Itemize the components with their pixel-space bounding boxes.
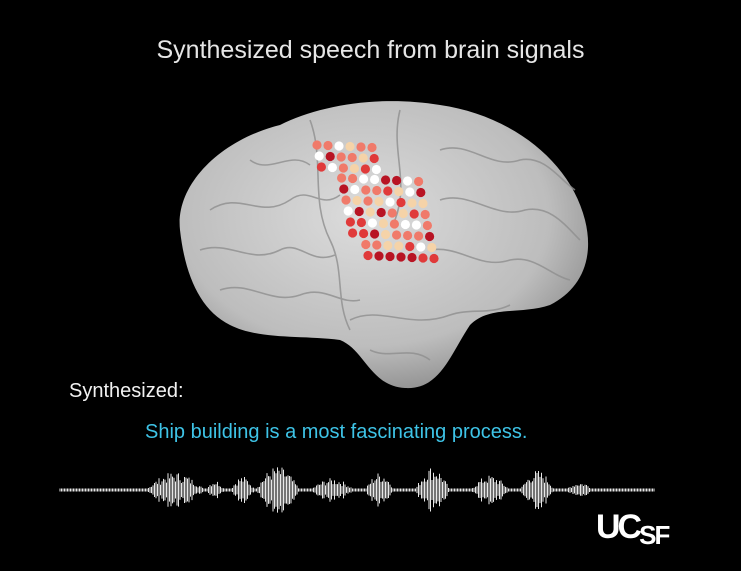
electrode	[425, 231, 435, 242]
audio-waveform	[59, 467, 655, 513]
electrode	[365, 207, 375, 217]
brain-image	[179, 101, 589, 389]
electrode	[394, 241, 404, 251]
electrode	[411, 220, 421, 230]
electrode	[374, 196, 384, 207]
electrode	[374, 251, 384, 261]
electrode	[372, 240, 382, 250]
electrode	[383, 240, 393, 251]
electrode	[358, 153, 368, 163]
electrode	[348, 228, 358, 238]
electrode	[372, 185, 382, 196]
electrode	[370, 174, 380, 185]
electrode	[414, 231, 424, 241]
electrode	[400, 219, 410, 230]
electrode	[356, 142, 366, 152]
ucsf-logo: UCSF	[596, 508, 670, 550]
electrode	[323, 140, 333, 151]
electrode	[422, 220, 432, 231]
electrode	[416, 187, 426, 198]
electrode	[407, 252, 417, 263]
electrode	[369, 153, 379, 164]
electrode	[314, 151, 324, 161]
electrode	[367, 218, 377, 228]
electrode	[359, 228, 369, 239]
synthesized-sentence: Ship building is a most fascinating proc…	[145, 421, 528, 443]
electrode	[427, 242, 437, 253]
electrode	[345, 217, 355, 227]
electrode	[345, 141, 355, 152]
electrode	[378, 218, 388, 229]
synthesized-label: Synthesized:	[69, 380, 184, 402]
electrode	[356, 217, 366, 228]
electrode	[312, 140, 322, 150]
electrode	[363, 196, 373, 206]
electrode	[370, 229, 380, 239]
electrode	[407, 198, 417, 208]
electrode	[392, 175, 402, 186]
electrode	[338, 163, 348, 173]
electrode	[396, 197, 406, 208]
electrode	[371, 164, 381, 175]
electrode	[352, 195, 362, 206]
electrode	[348, 173, 358, 184]
electrode	[359, 174, 369, 184]
electrode	[327, 162, 337, 173]
electrode	[381, 175, 391, 185]
electrode	[389, 219, 399, 229]
electrode	[420, 209, 430, 220]
electrode	[405, 241, 415, 252]
video-title: Synthesized speech from brain signals	[156, 36, 585, 64]
electrode	[405, 187, 415, 197]
electrode	[385, 251, 395, 262]
electrode	[376, 207, 386, 218]
electrode	[418, 253, 428, 263]
electrode	[339, 184, 349, 194]
electrode	[349, 163, 359, 174]
electrode	[343, 206, 353, 216]
electrode	[381, 229, 391, 240]
electrode	[367, 142, 377, 153]
electrode	[316, 162, 326, 172]
electrode	[350, 184, 360, 195]
electrode	[325, 151, 335, 162]
electrode	[341, 195, 351, 205]
electrode	[347, 152, 357, 163]
electrode	[336, 152, 346, 162]
electrode	[418, 198, 428, 209]
electrode	[361, 185, 371, 195]
electrode	[337, 173, 347, 183]
electrode	[409, 209, 419, 219]
electrode	[398, 208, 408, 219]
electrode	[416, 242, 426, 252]
electrode	[363, 250, 373, 261]
electrode	[392, 230, 402, 240]
electrode	[396, 252, 406, 262]
electrode	[403, 176, 413, 186]
electrode	[361, 239, 371, 250]
electrode	[403, 230, 413, 241]
electrode	[394, 186, 404, 197]
electrode	[354, 206, 364, 217]
electrode	[387, 208, 397, 218]
electrode	[385, 197, 395, 207]
electrode	[383, 186, 393, 196]
electrode	[414, 176, 424, 187]
electrode	[334, 141, 344, 151]
electrode	[360, 164, 370, 174]
electrode	[429, 253, 439, 264]
electrode-grid	[312, 140, 439, 264]
